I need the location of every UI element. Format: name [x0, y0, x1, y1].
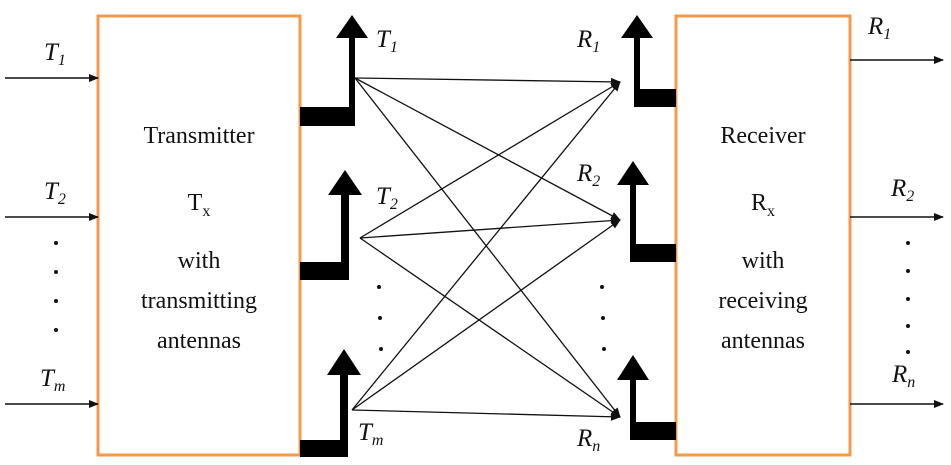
output-label-2: R2 [890, 175, 914, 205]
input-label-1: T1 [44, 39, 66, 69]
output-label-n: Rn [891, 361, 915, 391]
receiver-block [674, 14, 852, 457]
receiver-line5: antennas [721, 328, 805, 354]
receiver-line3: with [742, 248, 785, 274]
input-label-2: T2 [44, 178, 66, 208]
input-ellipsis-dot [54, 270, 58, 274]
input-ellipsis-dot [54, 328, 58, 332]
input-ellipsis-dot [54, 241, 58, 245]
transmitter-symbol: Tx [188, 190, 211, 220]
rx-antenna-label-n: Rn [576, 425, 600, 455]
rx-antenna-label-1: R1 [576, 26, 600, 56]
rx-antenna-ellipsis-dot [600, 285, 604, 289]
tx-antenna-label-2: T2 [376, 183, 398, 213]
output-ellipsis-dot [906, 350, 910, 354]
receiver-symbol: Rx [751, 190, 775, 220]
input-label-m: Tm [40, 365, 65, 395]
tx-antenna-1-icon [300, 15, 368, 126]
transmitter-line3: with [178, 248, 221, 274]
tx-antenna-m-icon [300, 349, 361, 457]
output-ellipsis-dot [906, 269, 910, 273]
rx-antenna-2-icon [617, 161, 676, 262]
output-ellipsis-dot [906, 297, 910, 301]
channel-link-t1-r2 [354, 77, 621, 221]
rx-antenna-label-2: R2 [576, 160, 600, 190]
transmitter-line5: antennas [157, 328, 241, 354]
channel-link-t2-rn [359, 237, 621, 418]
rx-antenna-ellipsis-dot [602, 347, 606, 351]
channel-link-tm-r2 [351, 219, 621, 411]
tx-antenna-ellipsis-dot [377, 285, 381, 289]
transmitter-line4: transmitting [141, 288, 257, 314]
channel-link-t1-r1 [354, 77, 621, 86]
transmitter-title: Transmitter [143, 123, 254, 149]
tx-antenna-ellipsis-dot [378, 316, 382, 320]
tx-antenna-label-1: T1 [376, 26, 398, 56]
tx-antenna-ellipsis-dot [379, 347, 383, 351]
channel-link-tm-r1 [351, 81, 621, 411]
channel-link-t1-rn [354, 77, 621, 418]
output-ellipsis-dot [906, 241, 910, 245]
channel-link-tm-rn [351, 409, 621, 421]
rx-antenna-n-icon [617, 355, 676, 440]
channel-link-t2-r2 [359, 216, 621, 239]
tx-antenna-label-m: Tm [358, 419, 383, 449]
input-ellipsis-dot [54, 299, 58, 303]
receiver-title: Receiver [720, 123, 805, 149]
rx-antenna-1-icon [621, 15, 676, 107]
channel-link-t2-r1 [359, 81, 621, 239]
transmitter-block [96, 14, 302, 457]
output-label-1: R1 [867, 13, 891, 43]
output-ellipsis-dot [906, 324, 910, 328]
rx-antenna-ellipsis-dot [601, 316, 605, 320]
tx-antenna-2-icon [300, 170, 362, 280]
receiver-line4: receiving [718, 288, 807, 314]
